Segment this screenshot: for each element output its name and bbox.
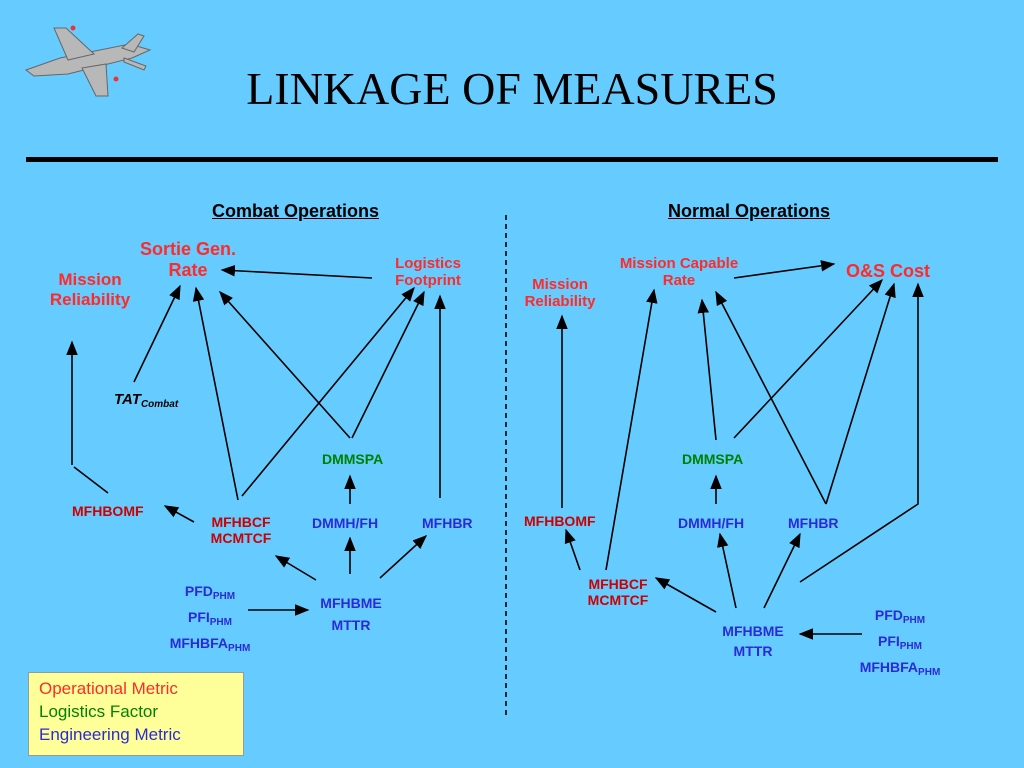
combat-mfhbme-mttr: MFHBME MTTR [306, 592, 396, 636]
phm-sub: PHM [212, 591, 236, 602]
combat-phm-metrics: PFDPHM PFIPHM MFHBFAPHM [152, 581, 268, 659]
normal-phm-metrics: PFDPHM PFIPHM MFHBFAPHM [842, 605, 958, 683]
arrow-mfhbr-to-oscost [825, 282, 896, 505]
normal-mfhbomf: MFHBOMF [524, 513, 596, 529]
phm-sub: PHM [902, 615, 926, 626]
normal-mfhbme-mttr: MFHBME MTTR [708, 621, 798, 661]
arrow-mfhbme-to-dmmh [717, 532, 737, 609]
combat-dmmh-fh: DMMH/FH [312, 515, 379, 531]
combat-tat: TATCombat [114, 391, 178, 411]
combat-dmmspa: DMMSPA [322, 451, 384, 467]
mcmtcf-line: MCMTCF [587, 592, 649, 609]
arrow-mfhbme-to-mfhbcf [274, 555, 317, 581]
mfhbcf-line: MFHBCF [211, 514, 271, 530]
normal-mfhbcf-mcmtcf: MFHBCF MCMTCF [572, 576, 664, 608]
mttr-line: MTTR [331, 617, 371, 633]
logistics-line2: Footprint [395, 272, 461, 290]
mfhbme-line: MFHBME [722, 623, 784, 639]
arrow-dmmspa-to-sortie [219, 290, 351, 439]
arrow-mfhbme-to-mfhbr [379, 535, 428, 579]
normal-dmmh-fh: DMMH/FH [678, 515, 745, 531]
arrow-mfhbme-to-mfhbcf [654, 577, 717, 613]
phm-sub: PHM [918, 667, 941, 678]
pfd-phm: PFDPHM [152, 581, 268, 607]
arrow-dmmspa-to-logistics [351, 290, 425, 439]
pfi-phm: PFIPHM [152, 607, 268, 633]
combat-mission-reliability: Mission Reliability [30, 270, 150, 309]
normal-mfhbr: MFHBR [788, 515, 839, 531]
sortie-gen-line1: Sortie Gen. [139, 239, 237, 259]
pfi-text: PFI [187, 609, 210, 625]
mission-rel-line1: Mission [532, 276, 588, 293]
legend-engineering: Engineering Metric [39, 725, 181, 744]
arrow-dmmspa-to-mcr [697, 298, 717, 441]
combat-sortie-gen-rate: Sortie Gen. Rate [118, 239, 258, 280]
pfi-phm: PFIPHM [842, 631, 958, 657]
normal-mission-reliability: Mission Reliability [510, 276, 610, 311]
phm-sub: PHM [228, 643, 251, 654]
mfhbfa-phm: MFHBFAPHM [152, 633, 268, 659]
page-title: LINKAGE OF MEASURES [246, 63, 778, 114]
mfhbme-line: MFHBME [320, 595, 382, 611]
arrow-mfhbcf-to-mcr [605, 288, 658, 571]
mfhbfa-text: MFHBFA [169, 635, 229, 651]
legend-operational: Operational Metric [39, 679, 178, 698]
arrow-tat-to-sortie [133, 284, 181, 383]
arrow-mfhbcf-to-sortie [192, 286, 239, 501]
legend-logistics: Logistics Factor [39, 702, 159, 721]
mttr-line: MTTR [733, 643, 773, 659]
mcr-line1: Mission Capable [619, 255, 739, 272]
phm-sub: PHM [899, 641, 922, 652]
combat-operations-heading: Combat Operations [212, 201, 380, 221]
normal-os-cost: O&S Cost [846, 261, 931, 281]
pfd-text: PFD [874, 607, 903, 623]
mfhbfa-phm: MFHBFAPHM [842, 657, 958, 683]
mission-rel-line2: Reliability [524, 293, 596, 311]
mfhbcf-line: MFHBCF [588, 576, 648, 592]
fighter-jet-icon [24, 25, 152, 97]
tat-sub: Combat [140, 399, 179, 410]
arrow-logistics-to-sortie [220, 264, 373, 279]
arrow-mfhbcf-to-mfhbomf [564, 528, 581, 571]
combat-mfhbr: MFHBR [422, 515, 473, 531]
mission-rel-line1: Mission [58, 270, 122, 289]
legend: Operational Metric Logistics Factor Engi… [28, 672, 244, 756]
normal-operations-heading: Normal Operations [668, 201, 831, 221]
arrow-mfhbme-to-mfhbr [763, 532, 801, 609]
combat-mfhbcf-mcmtcf: MFHBCF MCMTCF [196, 514, 286, 546]
arrow-mfhbcf-to-logistics [241, 286, 415, 497]
normal-mission-capable-rate: Mission Capable Rate [598, 255, 760, 290]
line-mfhbomf-link [73, 466, 109, 494]
phm-sub: PHM [209, 617, 232, 628]
pfd-text: PFD [184, 583, 213, 599]
title-rule [26, 157, 998, 162]
logistics-line1: Logistics [395, 255, 461, 272]
arrow-mcr-to-oscost [733, 260, 836, 279]
mcr-line2: Rate [662, 272, 696, 290]
mission-rel-line2: Reliability [49, 289, 131, 309]
sortie-gen-line2: Rate [168, 259, 208, 280]
normal-dmmspa: DMMSPA [682, 451, 744, 467]
tat-main: TAT [114, 391, 141, 408]
combat-mfhbomf: MFHBOMF [72, 503, 144, 519]
pfi-text: PFI [877, 633, 900, 649]
mfhbfa-text: MFHBFA [859, 659, 919, 675]
arrow-mfhbcf-to-mfhbomf [163, 505, 195, 523]
arrow-dmmspa-to-oscost [733, 278, 883, 439]
arrow-mfhbr-to-mcr [715, 290, 827, 505]
pfd-phm: PFDPHM [842, 605, 958, 631]
arrow-mfhbme-to-oscost [799, 282, 924, 583]
combat-logistics-footprint: Logistics Footprint [378, 255, 478, 290]
mcmtcf-line: MCMTCF [210, 530, 272, 547]
